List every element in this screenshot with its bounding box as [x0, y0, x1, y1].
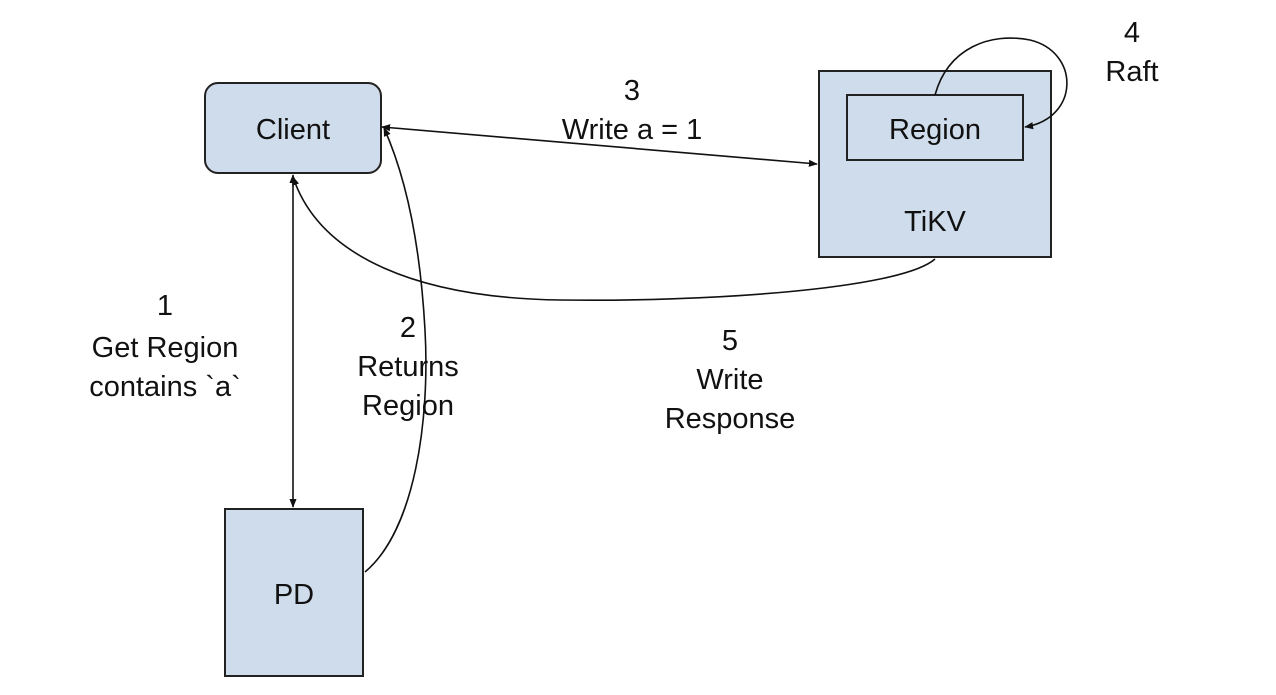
step3-number: 3	[624, 75, 640, 107]
step2-line1: Returns	[357, 351, 459, 383]
label-step4: 4 Raft	[1105, 17, 1158, 88]
tikv-label: TiKV	[904, 206, 966, 238]
edge-write	[381, 124, 818, 167]
label-step1: 1 Get Region contains `a`	[89, 290, 241, 403]
edge-raft-loop	[934, 37, 1068, 130]
step3-line1: Write a = 1	[562, 114, 703, 146]
client-box	[204, 82, 382, 174]
label-step5: 5 Write Response	[665, 325, 796, 435]
step4-number: 4	[1124, 17, 1140, 49]
tikv-node: Region TiKV	[818, 70, 1052, 258]
step1-number: 1	[157, 290, 173, 322]
label-step3: 3 Write a = 1	[562, 75, 703, 146]
pd-label: PD	[274, 579, 314, 611]
step1-line1: Get Region	[92, 332, 239, 364]
step5-line1: Write	[696, 364, 763, 396]
step5-number: 5	[722, 325, 738, 357]
edge-write-response	[292, 176, 936, 301]
step5-line2: Response	[665, 403, 796, 435]
pd-node: PD	[224, 508, 364, 677]
client-node: Client	[204, 82, 382, 174]
label-step2: 2 Returns Region	[357, 312, 459, 422]
pd-box	[224, 508, 364, 677]
edge-returns-region	[364, 127, 427, 573]
step2-number: 2	[400, 312, 416, 344]
client-label: Client	[256, 114, 330, 146]
step1-line2: contains `a`	[89, 371, 241, 403]
region-label: Region	[889, 114, 981, 146]
step2-line2: Region	[362, 390, 454, 422]
step4-line1: Raft	[1105, 56, 1158, 88]
